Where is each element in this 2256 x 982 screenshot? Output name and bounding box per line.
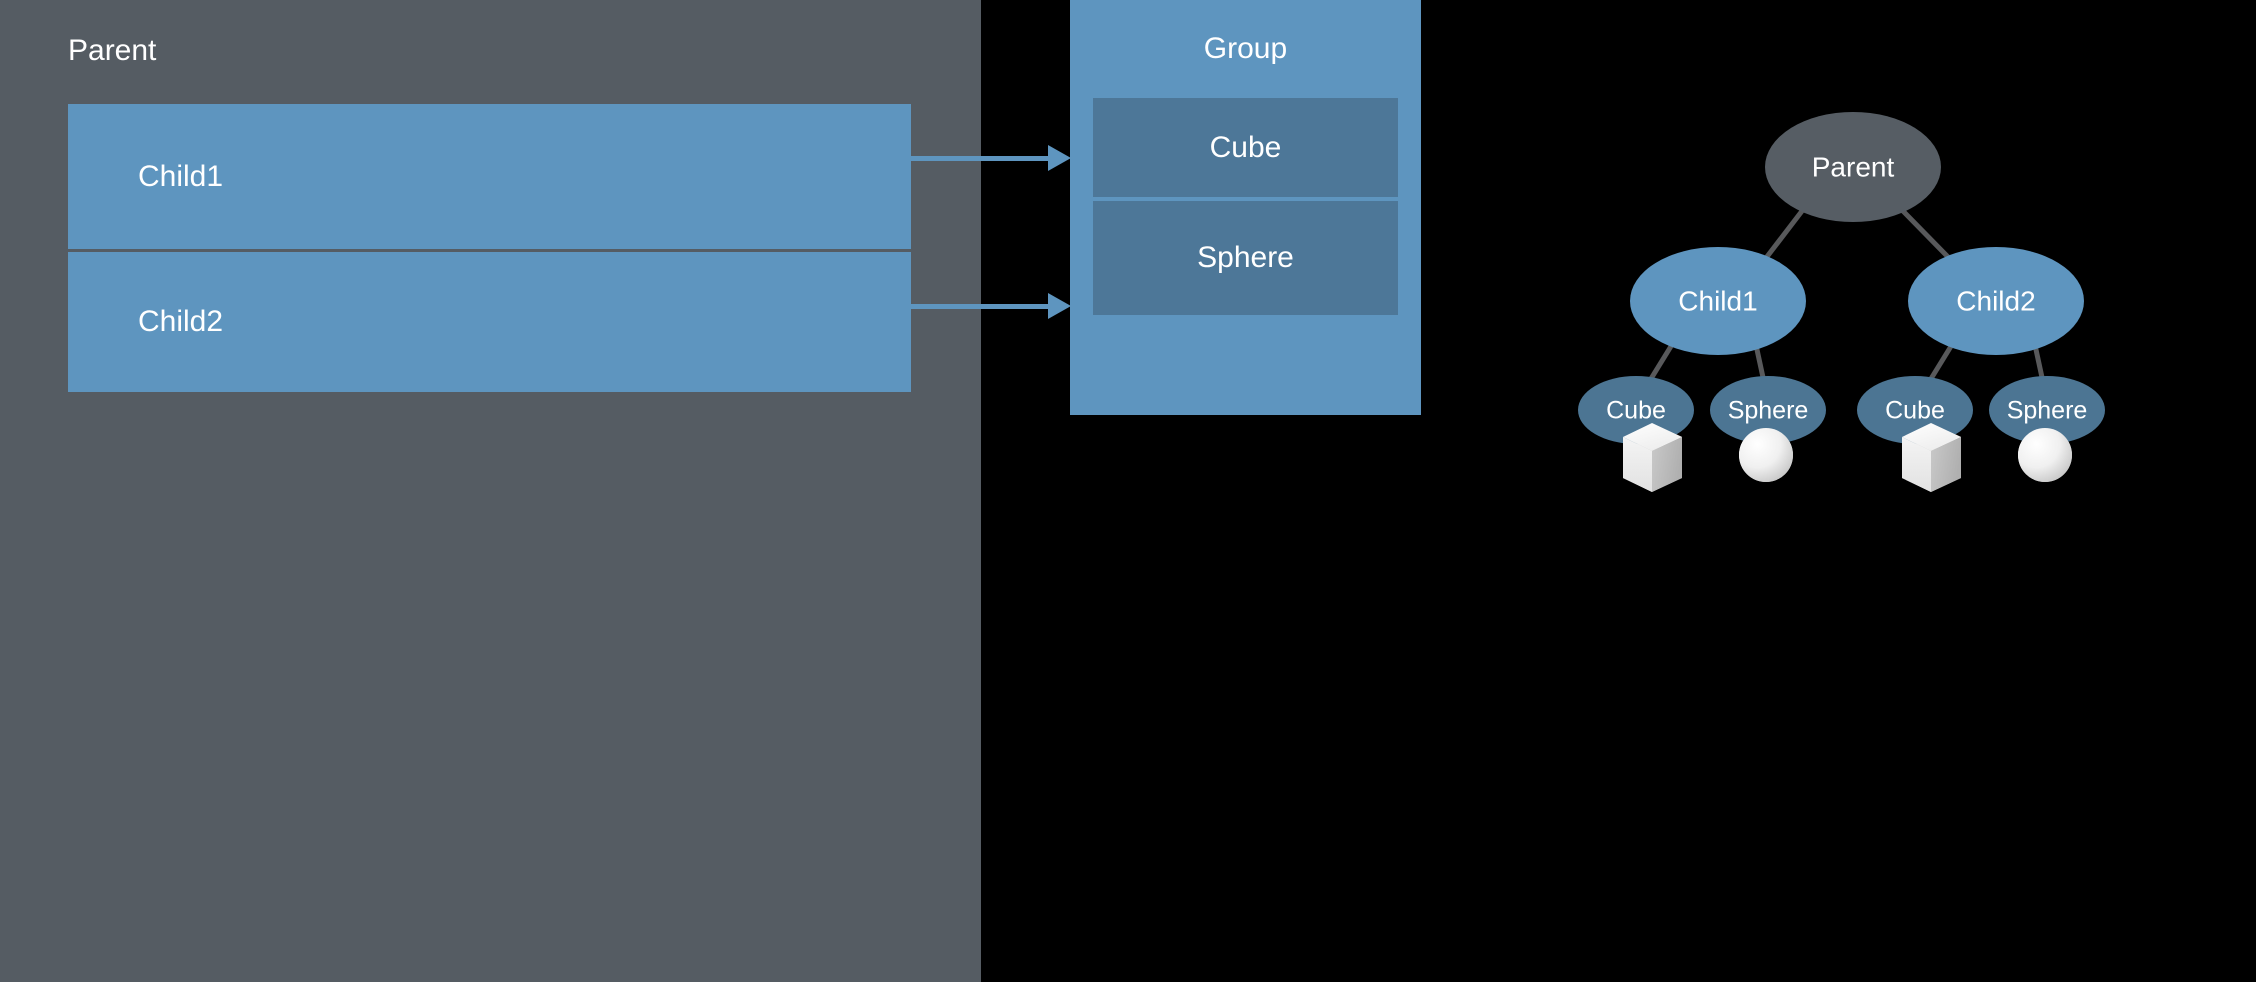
tree-node-child2[interactable]: Child2	[1908, 247, 2084, 355]
cube-icon-child1-cube-front	[1623, 423, 1682, 492]
tree-node-root[interactable]: Parent	[1765, 112, 1941, 222]
group-item-cube[interactable]: Cube	[1093, 98, 1398, 197]
hierarchy-panel: Parent Child1 Child2	[0, 0, 981, 982]
hierarchy-item-child1[interactable]: Child1	[68, 104, 911, 249]
hierarchy-item-child1-label: Child1	[138, 159, 224, 193]
tree-node-child1[interactable]: Child1	[1630, 247, 1806, 355]
cube-icon-child2-cube-front	[1902, 423, 1961, 492]
tree-node-child1-sphere[interactable]: Sphere	[1710, 376, 1826, 444]
sphere-icon-child1-sphere-front	[1739, 428, 1793, 482]
tree-edge-child2-sphere	[2032, 344, 2046, 383]
hierarchy-item-child2[interactable]: Child2	[68, 252, 911, 392]
tree-node-child1-cube[interactable]: Cube	[1578, 376, 1694, 444]
tree-node-child1-sphere-label: Sphere	[1728, 397, 1809, 425]
tree-node-child2-sphere-label: Sphere	[2007, 397, 2088, 425]
hierarchy-item-child2-label: Child2	[138, 305, 224, 338]
arrow-head	[1048, 293, 1071, 319]
group-item-sphere[interactable]: Sphere	[1093, 201, 1398, 315]
leaf-shape-icons	[1623, 423, 2072, 492]
arrow-head	[1048, 145, 1071, 171]
tree-edges	[1646, 209, 2046, 384]
tree-node-root-label: Parent	[1812, 151, 1895, 182]
group-panel-title: Group	[1203, 32, 1288, 65]
tree-edge-root-child2	[1901, 209, 1951, 260]
tree-node-child2-cube[interactable]: Cube	[1857, 376, 1973, 444]
tree-node-child2-label: Child2	[1956, 285, 2035, 316]
tree-edge-root-child1	[1764, 209, 1804, 260]
tree-node-child1-label: Child1	[1678, 285, 1757, 316]
tree-node-child1-cube-label: Cube	[1606, 397, 1666, 425]
tree-node-child2-sphere[interactable]: Sphere	[1989, 376, 2105, 444]
scene-graph-tree: Parent Child1 Child2 Cube Sphere Cube Sp…	[1421, 0, 2256, 982]
group-panel: Group Cube Sphere	[1070, 0, 1421, 415]
leaf-shape-icons-front	[1623, 423, 2072, 492]
parent-label: Parent	[68, 34, 157, 67]
sphere-icon-child2-sphere-front	[2018, 428, 2072, 482]
tree-node-child2-cube-label: Cube	[1885, 397, 1945, 425]
group-item-cube-label: Cube	[1209, 130, 1282, 164]
group-item-sphere-label: Sphere	[1197, 241, 1294, 274]
tree-edge-child2-cube	[1926, 341, 1956, 384]
tree-edge-child1-sphere	[1753, 344, 1767, 383]
tree-edge-child1-cube	[1646, 341, 1676, 384]
